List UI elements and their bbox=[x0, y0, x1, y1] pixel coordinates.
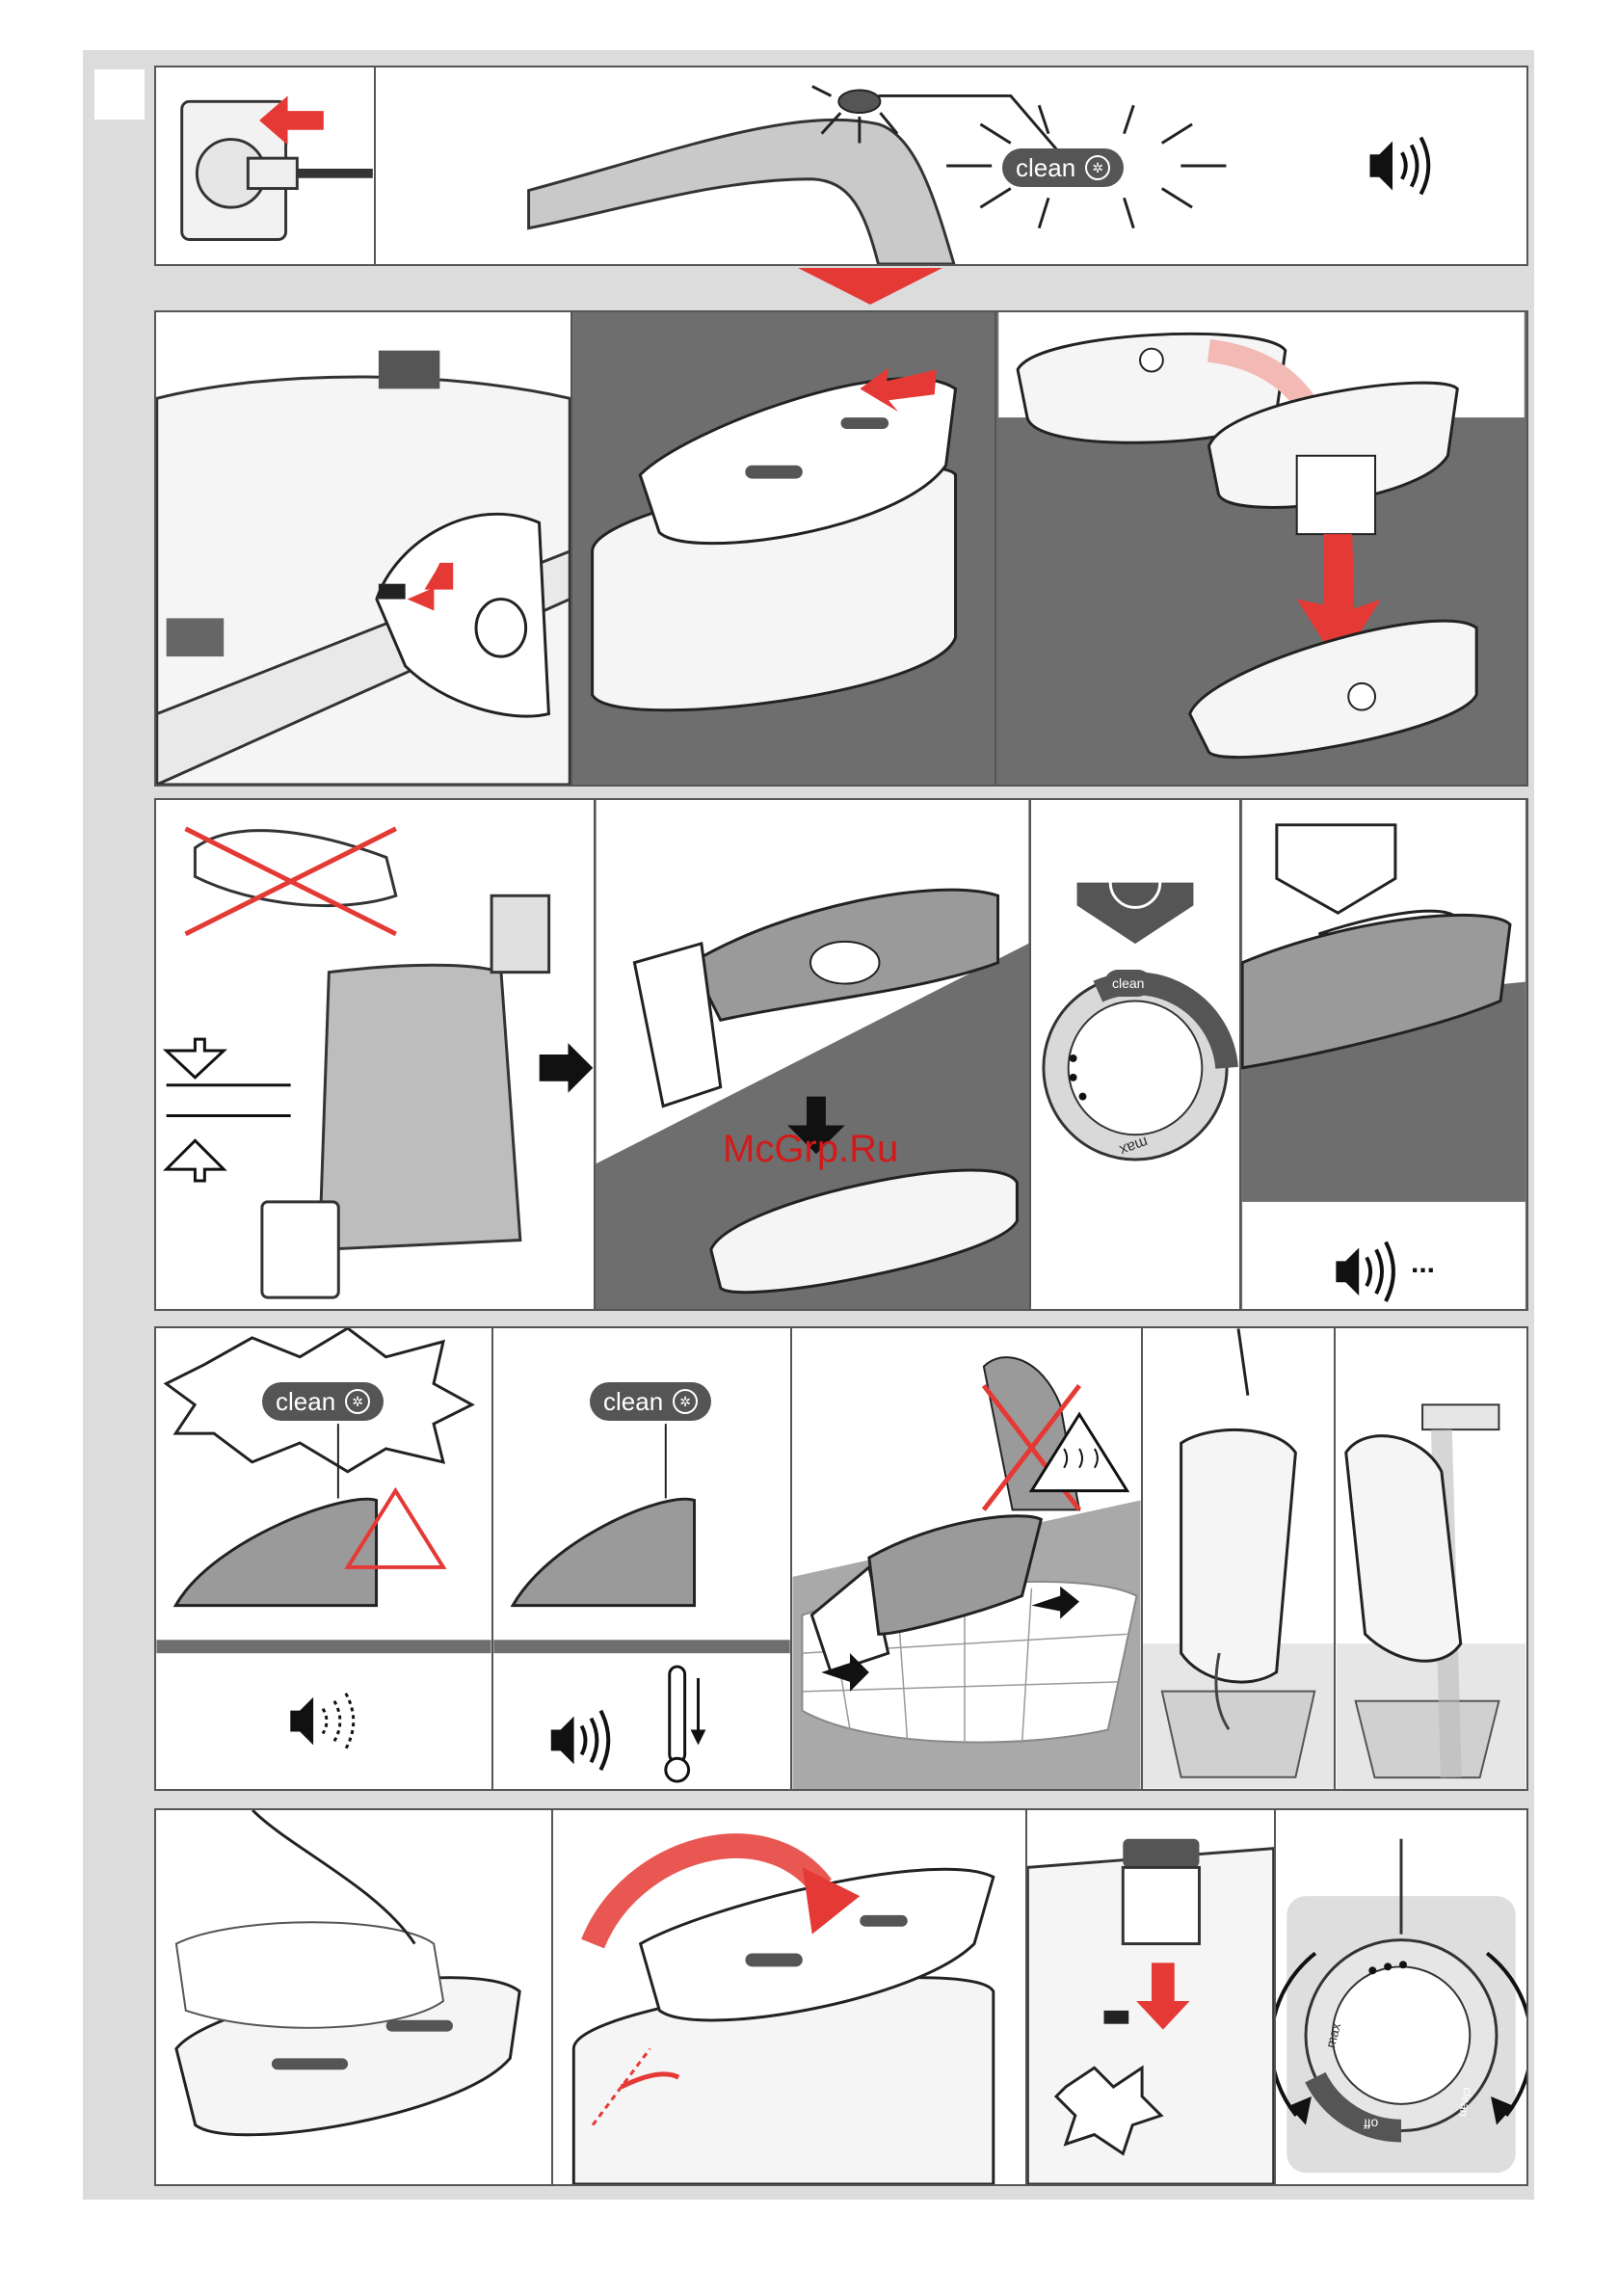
sound-icon-row1 bbox=[1369, 138, 1428, 195]
min-level-arrow-icon bbox=[167, 1116, 291, 1181]
row-5-reassemble: max off clean bbox=[154, 1808, 1528, 2186]
sound-icon-row4a bbox=[290, 1694, 353, 1749]
dial-clean-pill: clean bbox=[1104, 970, 1152, 997]
row-2-remove-tray bbox=[154, 310, 1528, 787]
panel-rinse-tray bbox=[1336, 1328, 1526, 1789]
panel-fill-water bbox=[156, 800, 596, 1309]
clean-symbol-icon-flashing: ✲ bbox=[345, 1389, 370, 1414]
panel-empty-tray bbox=[996, 312, 1526, 785]
thermometer-icon bbox=[666, 1667, 706, 1781]
panel-unplug bbox=[156, 67, 376, 264]
panel-insert-tray bbox=[553, 1810, 1027, 2184]
clean-symbol-icon: ✲ bbox=[1085, 155, 1110, 180]
sound-continues-ellipsis: ... bbox=[1411, 1247, 1435, 1280]
panel-iron-board bbox=[792, 1328, 1143, 1789]
row-1-unplug: clean ✲ bbox=[154, 66, 1528, 266]
page-corner-box bbox=[94, 69, 145, 120]
row-3-fill-and-activate: off max clean ... bbox=[154, 798, 1528, 1311]
clean-indicator-flashing: clean ✲ bbox=[262, 1382, 384, 1421]
panel-release-button bbox=[156, 312, 572, 785]
clean-label: clean bbox=[1016, 153, 1075, 183]
down-arrow-icon bbox=[798, 268, 942, 307]
panel-clean-flashing: clean ✲ bbox=[156, 1328, 493, 1789]
panel-press-button: ... bbox=[1241, 800, 1526, 1309]
panel-discard-water bbox=[1143, 1328, 1336, 1789]
panel-clean-steady: clean ✲ bbox=[493, 1328, 792, 1789]
panel-clean-light: clean ✲ bbox=[376, 67, 1526, 264]
row-4-cleaning: clean ✲ clean ✲ bbox=[154, 1326, 1528, 1791]
dial-off-label-2: off bbox=[1364, 2117, 1378, 2132]
panel-dial-clean: off max clean bbox=[1031, 800, 1241, 1309]
panel-lock-tray bbox=[1027, 1810, 1276, 2184]
clean-indicator-light: clean ✲ bbox=[1002, 148, 1124, 187]
panel-dial-reset: max off clean bbox=[1276, 1810, 1526, 2184]
panel-place-iron bbox=[596, 800, 1031, 1309]
clean-label-steady: clean bbox=[603, 1387, 663, 1417]
panel-wipe-tray bbox=[156, 1810, 553, 2184]
sound-icon-row4b bbox=[551, 1711, 609, 1770]
clean-indicator-steady: clean ✲ bbox=[590, 1382, 711, 1421]
no-kettle-icon bbox=[185, 829, 395, 934]
panel-lift-tray bbox=[572, 312, 996, 785]
max-level-arrow-icon bbox=[167, 1039, 291, 1085]
watermark-text: McGrp.Ru bbox=[723, 1128, 898, 1171]
clean-label-flashing: clean bbox=[276, 1387, 335, 1417]
dial-clean-label: clean bbox=[1112, 975, 1144, 991]
clean-symbol-icon-steady: ✲ bbox=[673, 1389, 698, 1414]
